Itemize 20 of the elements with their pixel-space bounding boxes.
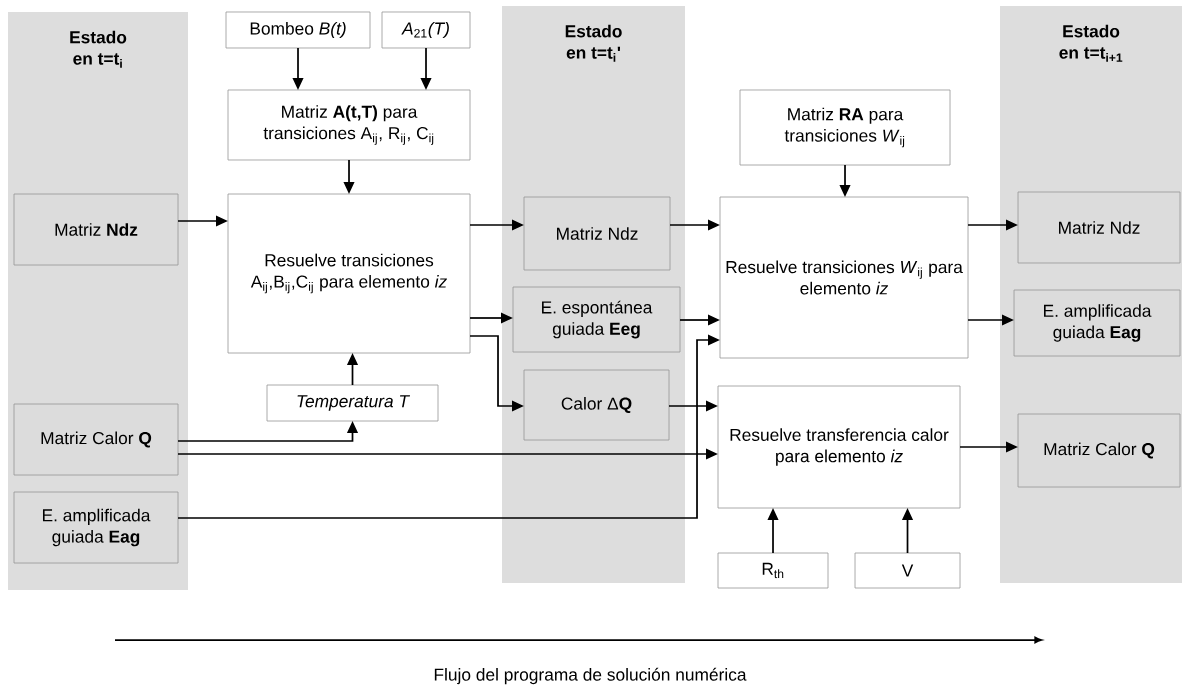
input-box: A$_{21}$(T) bbox=[381, 11, 471, 49]
input-box: Bombeo B(t) bbox=[225, 11, 371, 49]
matrix-box: Matriz Calor Q bbox=[1017, 413, 1181, 488]
input-box: V bbox=[854, 552, 961, 589]
process-box: Matriz RA para transiciones W$_{ij}$ bbox=[739, 89, 951, 166]
input-box: Temperatura T bbox=[266, 384, 439, 422]
matrix-box: Matriz Calor Q bbox=[13, 403, 179, 476]
process-box: Matriz A(t,T) para transiciones A$_{ij}$, R$_{ij}$, C$_{ij}$ bbox=[227, 89, 471, 161]
matrix-box: Matriz Ndz bbox=[523, 196, 671, 271]
matrix-box: E. espontánea guiada Eeg bbox=[512, 286, 681, 353]
matrix-box: E. amplificada guiada Eag bbox=[13, 491, 179, 564]
matrix-box: Matriz Ndz bbox=[1017, 191, 1181, 264]
caption: Flujo del programa de solución numérica bbox=[434, 667, 747, 685]
process-box: Resuelve transiciones A$_{ij}$,B$_{ij}$,C$_{ij}$ para elemento iz bbox=[227, 193, 471, 354]
input-box: R$_{th}$ bbox=[717, 552, 829, 589]
process-box: Resuelve transferencia calor para elemento iz bbox=[717, 385, 961, 509]
matrix-box: Matriz Ndz bbox=[13, 193, 179, 266]
matrix-box: Calor ΔQ bbox=[523, 369, 670, 441]
matrix-box: E. amplificada guiada Eag bbox=[1013, 289, 1181, 357]
process-box: Resuelve transiciones W$_{ij}$ para elemento iz bbox=[719, 196, 969, 359]
